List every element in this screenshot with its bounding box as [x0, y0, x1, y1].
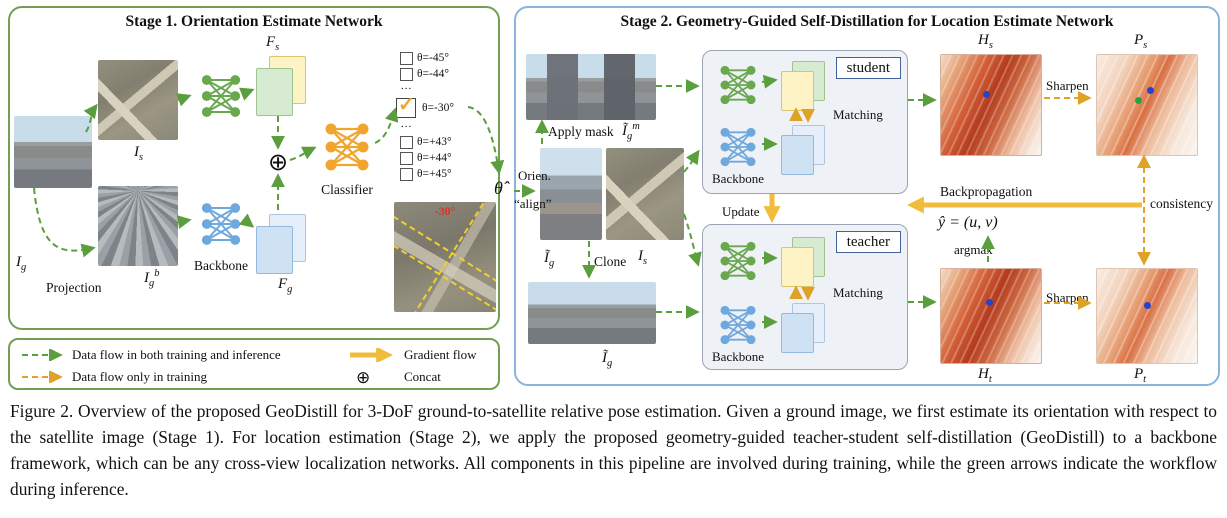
- orange-dashed-arrow-icon: [22, 371, 63, 383]
- stage1-panel: Stage 1. Orientation Estimate Network Ig…: [8, 6, 500, 330]
- label-hs: Hs: [978, 32, 993, 51]
- satellite-image: [98, 60, 178, 140]
- feature-maps-fs: [256, 56, 306, 116]
- teacher-branch-box: Backbone teacher Matching: [702, 224, 908, 370]
- theta-ellipsis: ...: [401, 80, 413, 92]
- student-blue-network-icon: [713, 125, 763, 169]
- teacher-feature-maps-top: [781, 237, 825, 287]
- label-backbone-student: Backbone: [712, 171, 764, 186]
- label-ht: Ht: [978, 366, 992, 385]
- teacher-green-network-icon: [713, 239, 763, 283]
- label-consistency: consistency: [1150, 196, 1213, 211]
- label-apply-mask: Apply mask: [548, 124, 614, 139]
- concat-icon: ⊕: [356, 367, 371, 387]
- label-ps: Ps: [1134, 32, 1148, 51]
- label-is: Is: [134, 144, 144, 163]
- theta-label: θ=-44°: [417, 68, 449, 80]
- label-align: “align”: [514, 196, 552, 211]
- theta-label: θ=+44°: [417, 152, 452, 164]
- student-feature-maps-top: [781, 61, 825, 111]
- label-classifier: Classifier: [321, 182, 373, 197]
- label-igm: Ĩgm: [622, 121, 640, 142]
- concat-icon: ⊕: [268, 150, 289, 176]
- theta-box: [400, 152, 413, 165]
- peak-dot: [1144, 301, 1151, 309]
- projected-ground-image: [98, 186, 178, 266]
- stage2-panel: Stage 2. Geometry-Guided Self-Distillati…: [514, 6, 1220, 386]
- label-theta-hat: θ̂: [494, 178, 503, 198]
- legend-grid: Data flow in both training and inference…: [10, 340, 498, 392]
- label-matching-teacher: Matching: [833, 285, 883, 300]
- figure-caption: Figure 2. Overview of the proposed GeoDi…: [10, 401, 1217, 500]
- rotation-angle-label: -30°: [434, 204, 456, 218]
- rotated-satellite-image: -30°: [394, 202, 496, 312]
- label-argmax: argmax: [954, 242, 993, 257]
- teacher-heatmap: [940, 268, 1042, 364]
- peak-dot: [983, 91, 990, 98]
- classifier-network-icon: [318, 120, 376, 174]
- theta-label-selected: θ=-30°: [422, 102, 454, 114]
- student-heatmap: [940, 54, 1042, 156]
- stage2-title: Stage 2. Geometry-Guided Self-Distillati…: [620, 13, 1114, 30]
- label-pt: Pt: [1134, 366, 1147, 385]
- theta-box: [400, 136, 413, 149]
- cloned-ground-panorama: [528, 282, 656, 344]
- ground-image: [14, 116, 92, 188]
- label-ig-tilde: Ĩg: [544, 250, 555, 269]
- teacher-tag: teacher: [835, 231, 901, 253]
- green-network-icon: [194, 72, 248, 120]
- student-feature-maps-bottom: [781, 125, 825, 175]
- legend-gradient: Gradient flow: [404, 347, 477, 362]
- label-clone: Clone: [594, 254, 627, 269]
- theta-ellipsis: ...: [401, 118, 413, 130]
- legend-flow-training: Data flow only in training: [72, 369, 208, 384]
- label-backpropagation: Backpropagation: [940, 184, 1033, 199]
- label-backbone: Backbone: [194, 258, 248, 273]
- label-ig: Ig: [16, 254, 27, 273]
- check-icon: ✓: [398, 94, 415, 116]
- yellow-gradient-arrow-icon: [350, 348, 394, 362]
- teacher-sharpened-map: [1096, 268, 1198, 364]
- theta-label: θ=-45°: [417, 52, 449, 64]
- satellite-image-stage2: [606, 148, 684, 240]
- label-y-hat: ŷ = (u, v): [938, 214, 998, 231]
- label-igb: Igb: [144, 268, 160, 289]
- theta-label: θ=+43°: [417, 136, 452, 148]
- student-branch-box: Backbone student Matching: [702, 50, 908, 194]
- green-dashed-arrow-icon: [22, 349, 63, 361]
- label-orien: Orien.: [518, 168, 551, 183]
- label-is-stage2: Is: [638, 248, 648, 267]
- label-backbone-teacher: Backbone: [712, 349, 764, 364]
- theta-label: θ=+45°: [417, 168, 452, 180]
- blue-backbone-icon: [194, 200, 248, 248]
- peak-dot: [1135, 97, 1142, 104]
- student-sharpened-map: [1096, 54, 1198, 156]
- theta-box: [400, 168, 413, 181]
- student-tag: student: [835, 57, 901, 79]
- legend-flow-both: Data flow in both training and inference: [72, 347, 281, 362]
- feature-maps-fg: [256, 214, 306, 274]
- label-fs: Fs: [266, 34, 280, 53]
- teacher-feature-maps-bottom: [781, 303, 825, 353]
- masked-ground-image: [526, 54, 656, 120]
- peak-dot: [1147, 87, 1154, 94]
- label-projection: Projection: [46, 280, 102, 295]
- peak-dot: [986, 299, 993, 307]
- legend-box: Data flow in both training and inference…: [8, 338, 500, 390]
- label-sharpen-top: Sharpen: [1046, 78, 1089, 93]
- label-sharpen-bottom: Sharpen: [1046, 290, 1089, 305]
- aligned-ground-image: [540, 148, 602, 240]
- label-ig-tilde-clone: Ĩg: [602, 350, 613, 369]
- theta-box: [400, 68, 413, 81]
- legend-concat: Concat: [404, 369, 441, 384]
- teacher-blue-network-icon: [713, 303, 763, 347]
- label-matching-student: Matching: [833, 107, 883, 122]
- theta-box: [400, 52, 413, 65]
- label-update: Update: [722, 204, 760, 219]
- label-fg: Fg: [278, 276, 293, 295]
- stage1-title: Stage 1. Orientation Estimate Network: [125, 13, 383, 30]
- student-green-network-icon: [713, 63, 763, 107]
